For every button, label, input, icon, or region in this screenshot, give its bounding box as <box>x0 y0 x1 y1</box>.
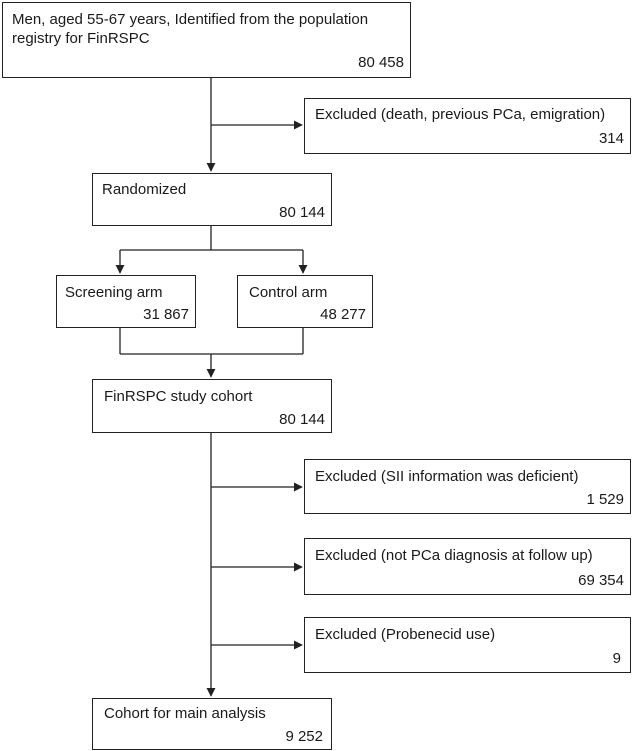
box-excluded-no-pca: Excluded (not PCa diagnosis at follow up… <box>304 538 631 595</box>
box-randomized-label: Randomized <box>102 181 187 198</box>
box-excluded-probenecid-count: 9 <box>612 650 621 667</box>
box-randomized: Randomized 80 144 <box>92 173 332 226</box>
box-excluded-sii-label: Excluded (SII information was deficient) <box>315 468 579 485</box>
box-source: Men, aged 55-67 years, Identified from t… <box>2 2 411 78</box>
box-excluded-sii: Excluded (SII information was deficient)… <box>304 459 631 514</box>
box-main-cohort-count: 9 252 <box>285 728 323 745</box>
box-study-cohort: FinRSPC study cohort 80 144 <box>92 379 332 433</box>
box-excluded-no-pca-label: Excluded (not PCa diagnosis at follow up… <box>315 547 593 564</box>
box-main-cohort: Cohort for main analysis 9 252 <box>92 698 332 750</box>
box-study-cohort-count: 80 144 <box>279 411 325 428</box>
box-excluded-sii-count: 1 529 <box>586 491 624 508</box>
box-excluded-initial: Excluded (death, previous PCa, emigratio… <box>304 98 631 154</box>
box-randomized-count: 80 144 <box>279 204 325 221</box>
box-excluded-probenecid-label: Excluded (Probenecid use) <box>315 626 496 643</box>
box-excluded-no-pca-count: 69 354 <box>578 572 624 589</box>
box-source-count: 80 458 <box>358 54 404 71</box>
box-control-arm-count: 48 277 <box>320 306 366 323</box>
box-screening-arm: Screening arm 31 867 <box>56 275 196 328</box>
box-excluded-probenecid: Excluded (Probenecid use) 9 <box>304 617 631 673</box>
box-control-arm: Control arm 48 277 <box>237 275 373 328</box>
box-study-cohort-label: FinRSPC study cohort <box>104 388 253 405</box>
box-control-arm-label: Control arm <box>249 284 328 301</box>
box-excluded-initial-count: 314 <box>598 130 624 147</box>
box-source-label: Men, aged 55-67 years, Identified from t… <box>12 11 369 47</box>
box-main-cohort-label: Cohort for main analysis <box>104 705 266 722</box>
box-excluded-initial-label: Excluded (death, previous PCa, emigratio… <box>315 106 606 123</box>
box-screening-arm-count: 31 867 <box>143 306 189 323</box>
box-screening-arm-label: Screening arm <box>65 284 163 301</box>
